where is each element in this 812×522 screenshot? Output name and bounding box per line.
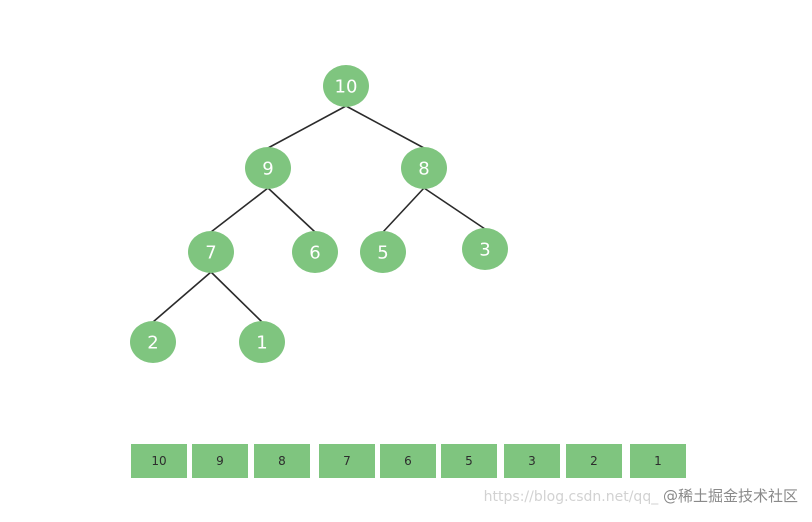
tree-node-circle xyxy=(130,321,176,363)
tree-node-label: 10 xyxy=(335,77,358,98)
tree-edge xyxy=(345,105,425,149)
watermark-brand: @稀土掘金技术社区 xyxy=(662,487,798,505)
tree-node: 9 xyxy=(245,147,291,189)
tree-node: 5 xyxy=(360,231,406,273)
tree-node-circle xyxy=(239,321,285,363)
array-cell: 1 xyxy=(630,444,686,478)
array-cell: 9 xyxy=(192,444,248,478)
tree-node: 10 xyxy=(323,65,369,107)
tree-node-circle xyxy=(323,65,369,107)
array-cell: 6 xyxy=(380,444,436,478)
tree-node-label: 5 xyxy=(377,243,388,264)
tree-edge xyxy=(267,187,316,233)
tree-node: 6 xyxy=(292,231,338,273)
array-cell: 8 xyxy=(254,444,310,478)
array-cell: 3 xyxy=(504,444,560,478)
tree-node: 7 xyxy=(188,231,234,273)
tree-node-circle xyxy=(360,231,406,273)
tree-node: 8 xyxy=(401,147,447,189)
tree-edge xyxy=(382,187,425,233)
tree-node-circle xyxy=(188,231,234,273)
array-cell: 2 xyxy=(566,444,622,478)
tree-node-label: 3 xyxy=(479,240,490,261)
tree-edge xyxy=(210,187,269,233)
tree-node-circle xyxy=(292,231,338,273)
tree-edge xyxy=(267,105,347,149)
tree-node-label: 8 xyxy=(418,159,429,180)
tree-node-label: 7 xyxy=(205,243,216,264)
tree-node-label: 9 xyxy=(262,159,273,180)
array-cell: 7 xyxy=(319,444,375,478)
tree-node: 1 xyxy=(239,321,285,363)
tree-node-circle xyxy=(462,228,508,270)
tree-edge xyxy=(210,271,263,323)
tree-edge xyxy=(423,187,486,230)
tree-node-circle xyxy=(401,147,447,189)
tree-nodes: 10 9 8 7 6 5 3 2 1 xyxy=(130,65,508,363)
watermark: https://blog.csdn.net/qq_ @稀土掘金技术社区 xyxy=(484,486,798,507)
tree-node-label: 1 xyxy=(256,333,267,354)
tree-node-label: 6 xyxy=(309,243,320,264)
tree-node: 3 xyxy=(462,228,508,270)
tree-node-label: 2 xyxy=(147,333,158,354)
tree-node: 2 xyxy=(130,321,176,363)
array-cell: 5 xyxy=(441,444,497,478)
tree-node-circle xyxy=(245,147,291,189)
array-cell: 10 xyxy=(131,444,187,478)
watermark-url: https://blog.csdn.net/qq_ xyxy=(483,489,659,505)
tree-edges xyxy=(152,105,486,323)
tree-edge xyxy=(152,271,212,323)
